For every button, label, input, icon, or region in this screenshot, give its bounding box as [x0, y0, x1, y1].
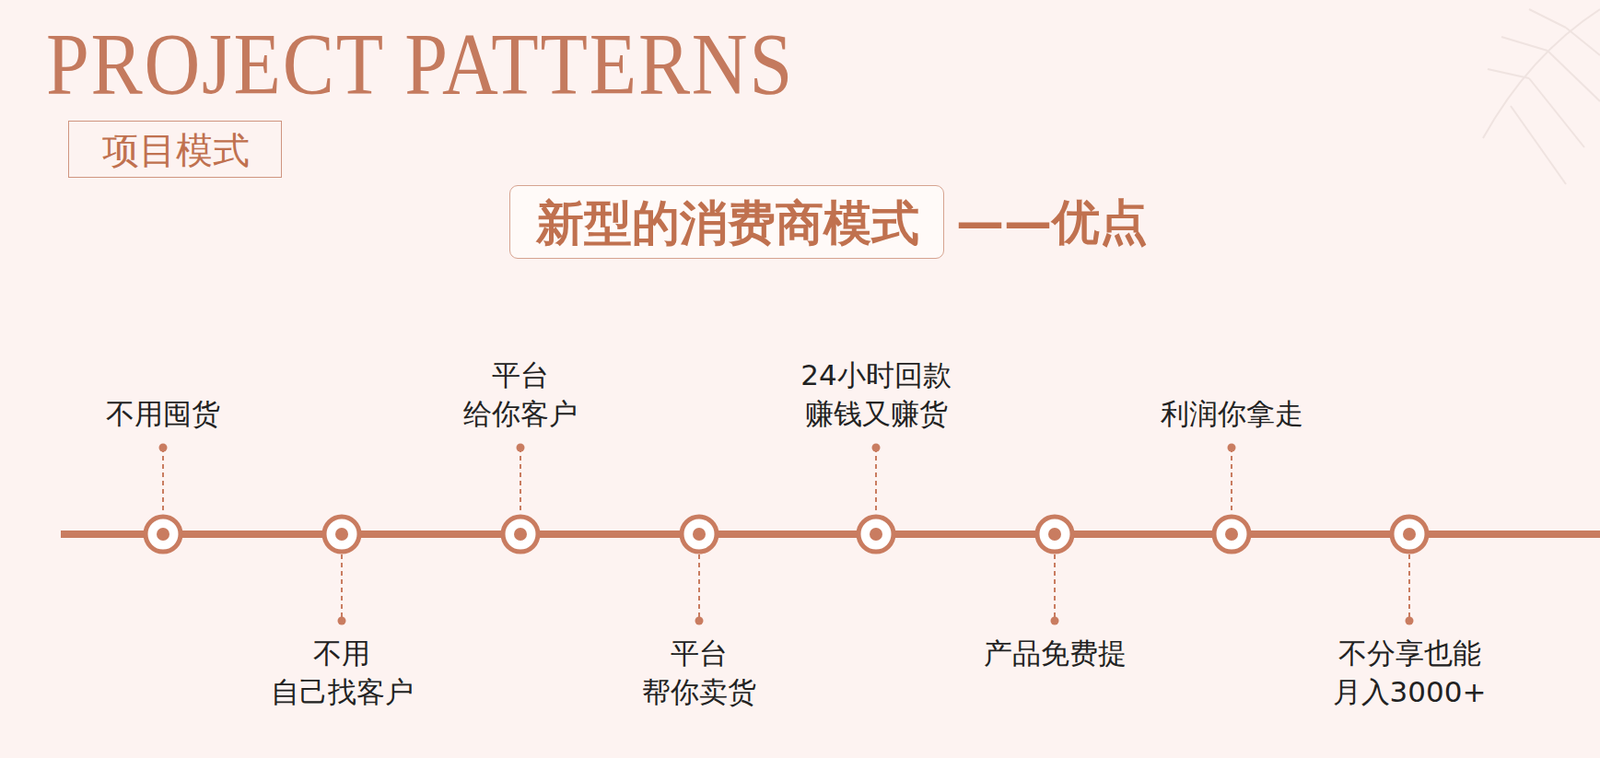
leader-line: [1230, 447, 1233, 514]
leader-line: [1053, 554, 1056, 619]
heading-suffix: ——优点: [956, 198, 1148, 246]
timeline-dot: [1225, 527, 1238, 541]
timeline-label: 不用 自己找客户: [258, 633, 425, 712]
timeline-node: [858, 516, 894, 552]
leader-line: [875, 447, 877, 514]
timeline-dot: [156, 527, 170, 541]
timeline-dot: [1402, 527, 1416, 541]
timeline-label: 产品免费提: [971, 633, 1138, 673]
leader-line: [1408, 554, 1411, 619]
leader-dot: [338, 617, 347, 626]
box-text: 项目模式: [102, 131, 248, 169]
leader-dot: [695, 617, 704, 626]
leader-line: [162, 447, 164, 514]
timeline-label: 不用囤货: [80, 394, 246, 433]
leader-dot: [516, 443, 526, 453]
timeline-node: [145, 516, 181, 552]
timeline-bar: [60, 530, 1600, 538]
leader-dot: [1051, 617, 1060, 626]
leader-dot: [1405, 617, 1414, 626]
leader-dot: [872, 443, 881, 453]
leader-line: [340, 554, 343, 619]
timeline-dot: [692, 527, 706, 541]
timeline-node: [1037, 516, 1073, 552]
timeline-label: 利润你拿走: [1148, 394, 1315, 433]
leader-line: [698, 554, 701, 619]
box-text: 新型的消费商模式: [536, 198, 918, 247]
page-title: PROJECT PATTERNS: [46, 20, 795, 109]
timeline-node: [1391, 516, 1427, 552]
timeline-dot: [335, 527, 349, 541]
timeline-dot: [513, 527, 527, 541]
timeline-dot: [1048, 527, 1062, 541]
leader-line: [519, 447, 522, 514]
timeline-node: [1214, 516, 1250, 552]
leader-dot: [159, 443, 168, 453]
heading-box: 新型的消费商模式——优点: [509, 185, 945, 259]
leaf-decoration: [1483, 9, 1600, 185]
timeline-dot: [869, 527, 883, 541]
timeline-node: [502, 516, 538, 552]
section-box: 项目模式: [68, 120, 282, 178]
timeline-label: 平台 给你客户: [437, 355, 604, 433]
timeline-label: 平台 帮你卖货: [616, 633, 783, 712]
timeline-node: [324, 516, 360, 552]
timeline-label: 不分享也能 月入3000+: [1326, 633, 1493, 712]
timeline-node: [681, 516, 717, 552]
timeline-label: 24小时回款 赚钱又赚货: [793, 355, 959, 433]
leader-dot: [1227, 443, 1237, 453]
